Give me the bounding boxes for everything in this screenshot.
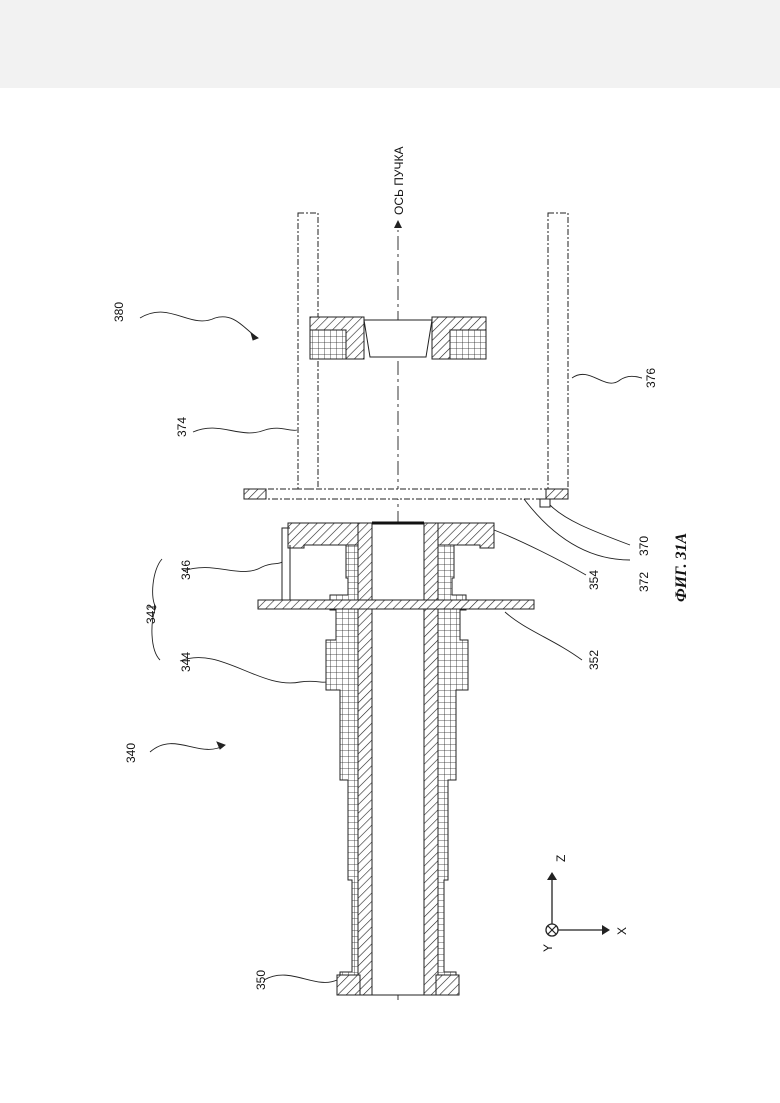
ring-380 [310, 317, 486, 359]
ref-374: 374 [175, 417, 189, 437]
ref-372: 372 [637, 572, 651, 592]
ref-344: 344 [179, 652, 193, 672]
ref-342: 342 [144, 604, 158, 624]
figure-caption: ФИГ. 31А [673, 532, 690, 602]
axis-x-label: X [615, 927, 629, 935]
flange-370 [244, 489, 568, 507]
assembly-340 [258, 523, 534, 995]
ref-370: 370 [637, 536, 651, 556]
ref-340: 340 [124, 743, 138, 763]
beam-axis-label: ОСЬ ПУЧКА [392, 147, 406, 215]
ref-350: 350 [254, 970, 268, 990]
axis-y-label: Y [541, 944, 555, 952]
ref-376: 376 [644, 368, 658, 388]
ref-352: 352 [587, 650, 601, 670]
ref-354: 354 [587, 570, 601, 590]
axis-z-label: Z [554, 855, 568, 862]
ref-346: 346 [179, 560, 193, 580]
ref-380: 380 [112, 302, 126, 322]
coordinate-system [546, 872, 610, 936]
